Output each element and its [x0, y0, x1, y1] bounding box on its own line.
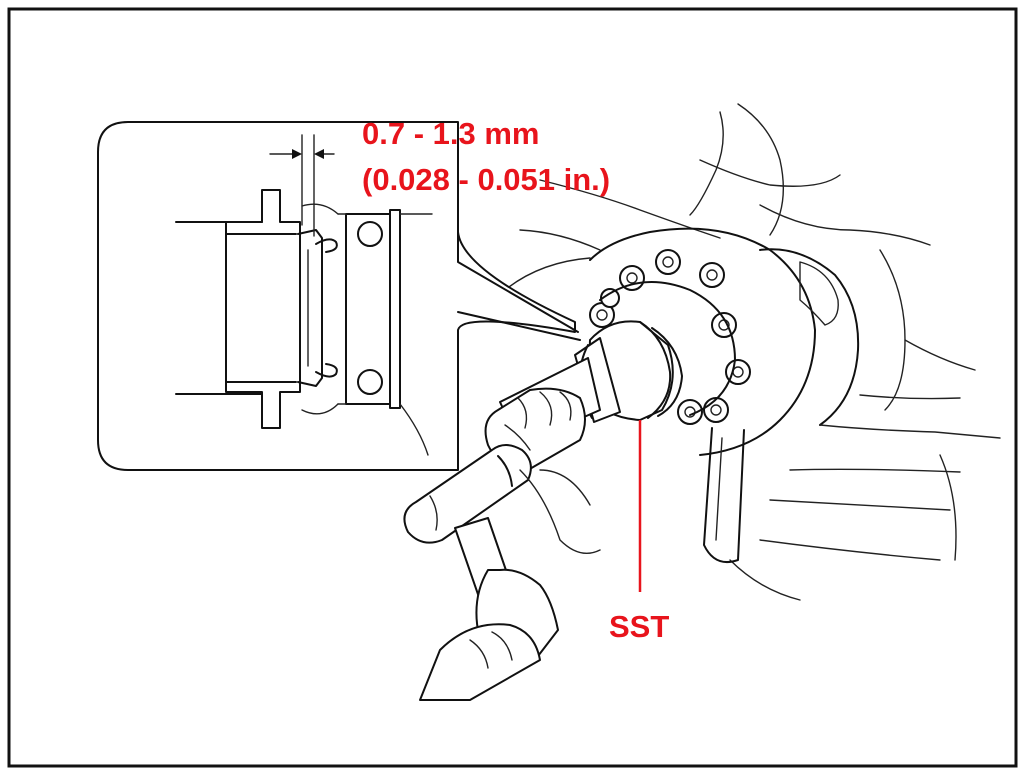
clearance-in-label: (0.028 - 0.051 in.): [362, 162, 611, 197]
figure-border: [7, 7, 1018, 768]
housing-drawing: [504, 103, 1001, 601]
inset-frame: [97, 121, 576, 471]
inset-detail: [97, 121, 581, 471]
clearance-mm-label: 0.7 - 1.3 mm: [362, 116, 540, 151]
sst-label: SST: [609, 609, 670, 644]
hands-hammer: [403, 387, 601, 701]
